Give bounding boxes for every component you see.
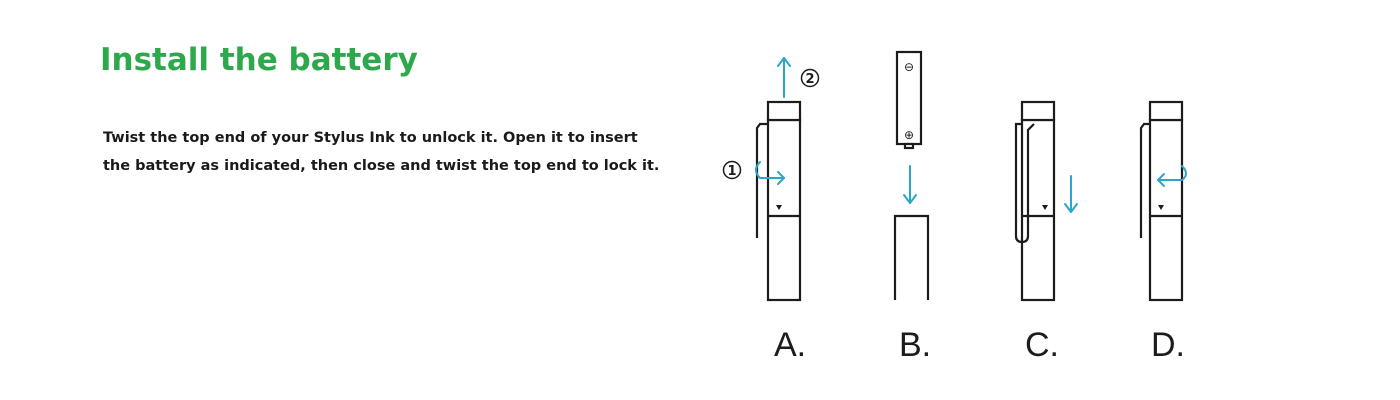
step-1-marker: 1 [722,160,742,180]
battery: ⊖ ⊕ [895,50,923,150]
svg-text:1: 1 [727,164,736,179]
panel-c-down-arrow [1064,175,1078,213]
panel-d-label: D. [1151,326,1185,364]
panel-d-align-mark [1158,205,1164,210]
panel-a-align-mark [776,205,782,210]
panel-a-clip [755,122,768,238]
panel-d-stylus-lock: D. [1139,100,1187,364]
panel-b-open-body [893,214,930,300]
panel-c-align-mark [1042,205,1048,210]
instructions-line-1: Twist the top end of your Stylus Ink to … [103,130,638,146]
panel-a-stylus: 2 1 A. [722,57,820,364]
panel-c-label: C. [1025,326,1059,364]
panel-a-up-arrow [777,57,791,98]
panel-a-body [766,118,802,302]
panel-a-cap [766,100,802,122]
panel-d-twist-arrow [1157,165,1187,187]
panel-b-battery-insert: ⊖ ⊕ B. [893,50,931,364]
instructions: Twist the top end of your Stylus Ink to … [103,124,703,180]
panel-d-clip [1139,122,1150,238]
panel-c-stylus-close: C. [1014,100,1078,364]
step-2-marker: 2 [800,68,820,88]
battery-negative-icon: ⊖ [904,60,914,74]
panel-a-twist-arrow [755,161,785,185]
panel-a-label: A. [774,326,806,364]
battery-positive-icon: ⊕ [904,128,914,142]
panel-b-label: B. [899,326,931,364]
panel-c-body [1020,118,1056,302]
panel-d-body [1148,118,1184,302]
svg-text:2: 2 [805,72,814,87]
battery-tip [903,142,915,150]
panel-c-clip [1014,122,1035,244]
panel-c-cap [1020,100,1056,122]
instructions-line-2: the battery as indicated, then close and… [103,158,660,174]
panel-b-down-arrow [903,165,917,204]
panel-d-cap [1148,100,1184,122]
page-title: Install the battery [100,42,418,78]
